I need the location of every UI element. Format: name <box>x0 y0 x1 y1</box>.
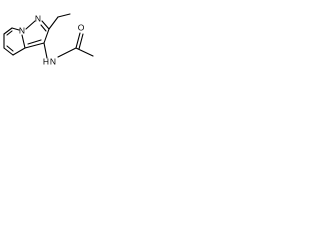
atom-amide-n-label: N <box>50 56 56 66</box>
atom-n2-label: N <box>35 13 41 23</box>
atom-amide-h-label: H <box>43 56 49 66</box>
six-membered-ring <box>3 27 26 56</box>
bond-c3-c7a <box>24 42 45 49</box>
atom-carbonyl-o-label: O <box>78 22 85 32</box>
acetamide-group <box>43 32 94 59</box>
bond-c4-c5 <box>3 47 14 56</box>
bond-n2-c2 <box>41 20 50 30</box>
bond-carbonyl-o-double <box>78 33 84 50</box>
bond-c6-c7-double <box>6 30 13 36</box>
bond-c2-c3 <box>43 28 50 44</box>
bond-ch2-ch3 <box>57 13 71 18</box>
bond-n1-n2 <box>25 20 36 30</box>
bond-n1-c7a <box>21 34 26 49</box>
bond-c6-c7 <box>3 27 13 35</box>
bond-c3-c7a-double <box>27 39 42 45</box>
structure-canvas: N N H N O <box>0 0 115 83</box>
bond-c4-c5-double <box>6 45 14 52</box>
bond-nh-carbonyl <box>57 47 77 58</box>
ethyl-group <box>48 13 71 30</box>
bond-carbonyl-methyl <box>75 47 94 57</box>
molecule-structure: N N H N O <box>3 13 94 66</box>
bond-c7-n1 <box>11 27 20 31</box>
bond-c3-nh <box>43 42 48 59</box>
bond-c7a-c4 <box>12 47 26 56</box>
atom-n1-label: N <box>19 25 25 35</box>
bond-c2-ch2 <box>48 16 59 30</box>
bond-carbonyl-o <box>75 32 81 49</box>
bond-n2-c2-double <box>40 24 47 32</box>
five-membered-ring <box>24 20 50 49</box>
